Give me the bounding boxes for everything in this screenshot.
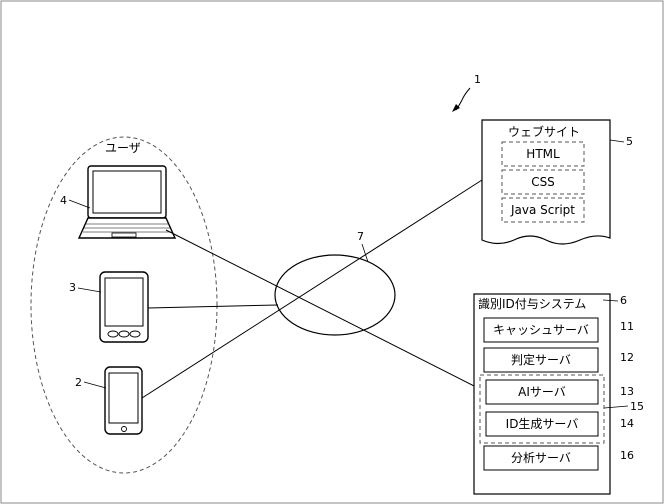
id-system-ref-leader bbox=[602, 299, 619, 302]
network-ref-leader bbox=[361, 243, 369, 263]
ai-idgen-group-leader bbox=[603, 405, 629, 409]
network-ref-label: 7 bbox=[357, 230, 364, 243]
tablet-ref-leader bbox=[77, 287, 102, 293]
ai-idgen-group-ref: 15 bbox=[630, 400, 644, 413]
ai-server-ref: 13 bbox=[620, 385, 634, 398]
smartphone-ref-leader bbox=[83, 381, 107, 389]
idgen-server-label: ID生成サーバ bbox=[506, 417, 579, 431]
cache-server-box bbox=[483, 317, 599, 343]
ai-server-box bbox=[485, 379, 599, 405]
website-css-label: CSS bbox=[531, 175, 555, 189]
id-system-title: 識別ID付与システム bbox=[478, 297, 586, 311]
link-phone-to-website bbox=[141, 179, 483, 399]
smartphone-icon bbox=[104, 366, 143, 435]
idgen-server-ref: 14 bbox=[620, 417, 634, 430]
analysis-server-ref: 16 bbox=[620, 449, 634, 462]
tablet-icon bbox=[99, 271, 149, 343]
judge-server-ref: 12 bbox=[620, 351, 634, 364]
smartphone-ref-label: 2 bbox=[75, 376, 82, 389]
website-css-box bbox=[501, 169, 585, 195]
user-group-ellipse bbox=[30, 136, 218, 474]
link-laptop-to-analysis bbox=[165, 229, 483, 391]
ai-idgen-group-box bbox=[479, 374, 605, 444]
laptop-ref-leader bbox=[68, 199, 91, 209]
analysis-server-label: 分析サーバ bbox=[511, 451, 571, 465]
laptop-icon bbox=[77, 165, 177, 239]
website-js-label: Java Script bbox=[510, 203, 575, 217]
analysis-server-box bbox=[483, 445, 599, 471]
website-html-label: HTML bbox=[526, 147, 560, 161]
cache-server-label: キャッシュサーバ bbox=[493, 323, 589, 337]
judge-server-label: 判定サーバ bbox=[511, 352, 571, 367]
network-ellipse bbox=[274, 254, 396, 336]
tablet-ref-label: 3 bbox=[69, 281, 76, 294]
website-html-box bbox=[501, 141, 585, 167]
id-system-ref-label: 6 bbox=[620, 294, 627, 307]
laptop-ref-label: 4 bbox=[60, 194, 67, 207]
judge-server-box bbox=[483, 347, 599, 373]
website-title: ウェブサイト bbox=[508, 124, 580, 139]
idgen-server-box bbox=[485, 411, 599, 437]
system-ref-label: 1 bbox=[474, 73, 481, 86]
system-ref-arrowhead bbox=[452, 104, 460, 112]
website-js-box bbox=[501, 197, 585, 223]
link-tablet-to-network bbox=[147, 304, 279, 309]
user-group-title: ユーザ bbox=[105, 141, 141, 155]
website-ref-label: 5 bbox=[626, 135, 633, 148]
website-ref-leader bbox=[609, 139, 625, 143]
cache-server-ref: 11 bbox=[620, 320, 634, 333]
ai-server-label: AIサーバ bbox=[518, 385, 566, 399]
